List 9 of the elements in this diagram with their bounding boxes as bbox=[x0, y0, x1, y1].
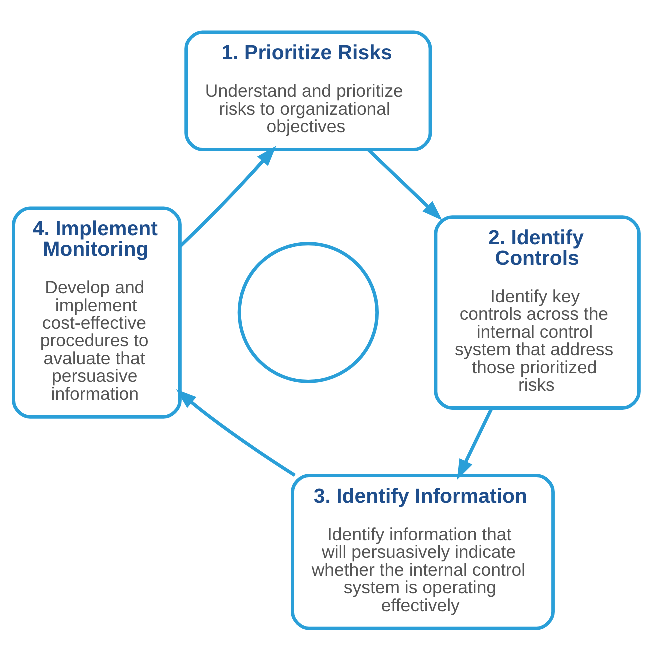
node-box: 1. Prioritize Risks Understand and prioritize risks to organizational objectives bbox=[184, 30, 432, 152]
node-box: 2. Identify Controls Identify key controls across the internal control system that address those prioritized risks bbox=[434, 216, 641, 410]
arrow bbox=[367, 148, 443, 221]
arrow bbox=[457, 408, 494, 480]
arrow bbox=[179, 146, 276, 248]
node-box: 3. Identify Information Identify information that will persuasively indicate whether the internal control system is operating effectively bbox=[291, 474, 555, 630]
node-circle bbox=[238, 242, 380, 384]
arrow bbox=[176, 390, 296, 477]
node-box: 4. Implement Monitoring Develop and implement cost-effective procedures to avaluate that persuasive information bbox=[12, 206, 182, 419]
